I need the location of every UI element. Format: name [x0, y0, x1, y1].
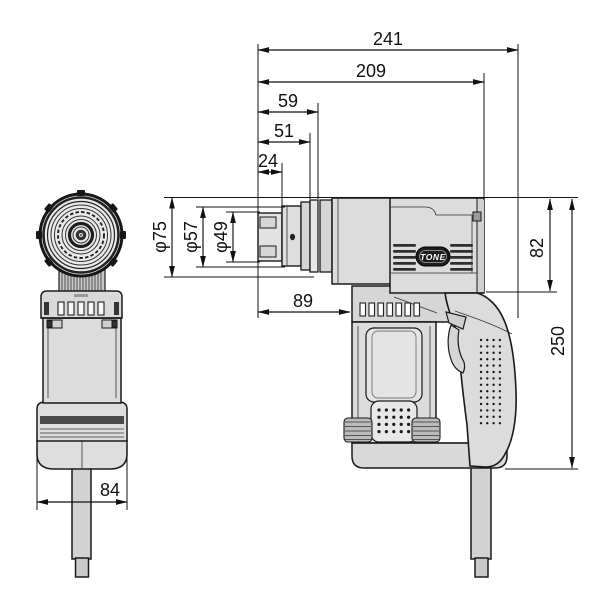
ribbed-flange — [36, 401, 128, 442]
dim-label-tip-to-body-front: 89 — [293, 291, 313, 311]
dim-label-overall-length: 241 — [373, 29, 403, 49]
brand-label: TONE — [415, 246, 451, 267]
dim-sleeve-diameter: φ57 — [181, 206, 285, 268]
power-cord-side — [470, 465, 492, 578]
collar-rings — [300, 199, 333, 273]
dim-tip-length: 24 — [257, 151, 283, 175]
dim-overall-height: 250 — [548, 198, 575, 469]
retaining-pin — [289, 233, 296, 241]
dim-label-overall-height: 250 — [548, 326, 568, 356]
handle-column-front — [42, 317, 122, 404]
latch-tabs-front — [46, 319, 118, 329]
housing-screw-detail — [472, 211, 482, 222]
dim-label-tip-length: 24 — [258, 151, 278, 171]
dim-body-length: 209 — [257, 61, 485, 85]
dim-sleeve-length: 51 — [257, 121, 311, 145]
chuck-face — [36, 190, 126, 278]
dim-front-housing-length: 59 — [257, 91, 319, 115]
brand-label-text: TONE — [420, 252, 446, 262]
pistol-grip-handle — [444, 292, 517, 468]
dim-base-width: 84 — [36, 446, 128, 510]
dim-collar-diameter: φ75 — [150, 197, 314, 278]
vent-band-front — [40, 290, 123, 319]
front-view: 84 — [36, 190, 128, 578]
dim-label-body-length: 209 — [356, 61, 386, 81]
vent-slats — [393, 244, 473, 271]
power-cord-front — [71, 465, 92, 578]
dim-label-head-height: 82 — [527, 238, 547, 258]
dim-tip-to-body-front: 89 — [257, 291, 351, 315]
dim-label-base-width: 84 — [100, 480, 120, 500]
dim-label-sleeve-diameter: φ57 — [181, 221, 201, 253]
trigger — [445, 311, 467, 374]
grip-texture-dots — [479, 338, 502, 425]
motor-housing: TONE — [389, 197, 485, 294]
socket-tip — [257, 212, 283, 262]
dim-label-sleeve-length: 51 — [274, 121, 294, 141]
knurled-pads — [343, 417, 441, 443]
dim-label-tip-diameter: φ49 — [211, 221, 231, 253]
socket-sleeve — [281, 205, 302, 267]
side-view: TONE — [257, 197, 517, 578]
chuck-lugs — [36, 190, 126, 267]
dim-label-front-housing-length: 59 — [278, 91, 298, 111]
gear-case — [331, 197, 393, 285]
dim-head-height: 82 — [527, 198, 553, 292]
dim-tip-diameter: φ49 — [211, 211, 260, 263]
dim-overall-length: 241 — [257, 29, 519, 53]
grip-dot-panel — [377, 408, 411, 434]
dim-label-collar-diameter: φ75 — [150, 221, 170, 253]
dimension-layer: 241 209 59 51 24 φ75 φ57 — [150, 29, 578, 470]
